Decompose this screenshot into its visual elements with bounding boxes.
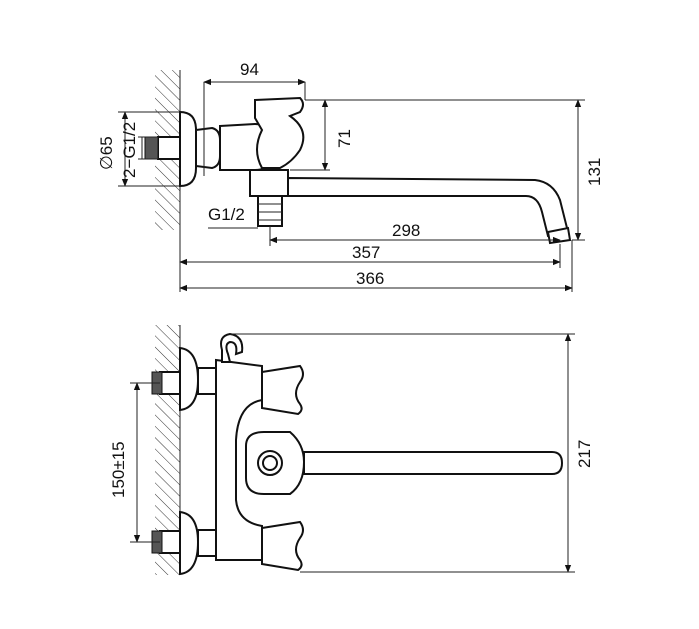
- dim-94-label: 94: [240, 60, 259, 79]
- front-view: 150±15 217: [109, 325, 594, 576]
- front-upper-flange: [179, 346, 200, 412]
- top-view: 94 71 131 ∅65 2−G1/2 G1/2 298 357: [97, 60, 604, 292]
- top-inlet-thread: [157, 136, 181, 160]
- top-outlet: [257, 195, 283, 227]
- dim-217-label: 217: [575, 440, 594, 468]
- dim-150-label: 150±15: [109, 441, 128, 498]
- top-handle: [254, 96, 305, 169]
- dim-131-label: 131: [585, 158, 604, 186]
- top-connector: [195, 126, 221, 170]
- front-spout: [303, 451, 564, 475]
- top-flange: [179, 110, 197, 188]
- front-lower-flange: [179, 510, 200, 576]
- front-upper-handle: [261, 364, 304, 416]
- top-spout: [287, 176, 570, 238]
- dim-298-label: 298: [392, 221, 420, 240]
- top-spout-mount: [249, 169, 289, 197]
- dim-366-label: 366: [356, 269, 384, 288]
- dim-65-label: ∅65: [97, 136, 116, 170]
- front-mixer-body: [215, 358, 263, 561]
- thread-2g-label: 2−G1/2: [120, 122, 139, 178]
- dim-71-label: 71: [335, 129, 354, 148]
- front-shower-hook: [220, 332, 244, 363]
- front-lower-handle: [261, 520, 304, 572]
- thread-g-label: G1/2: [208, 205, 245, 224]
- dim-357-label: 357: [352, 243, 380, 262]
